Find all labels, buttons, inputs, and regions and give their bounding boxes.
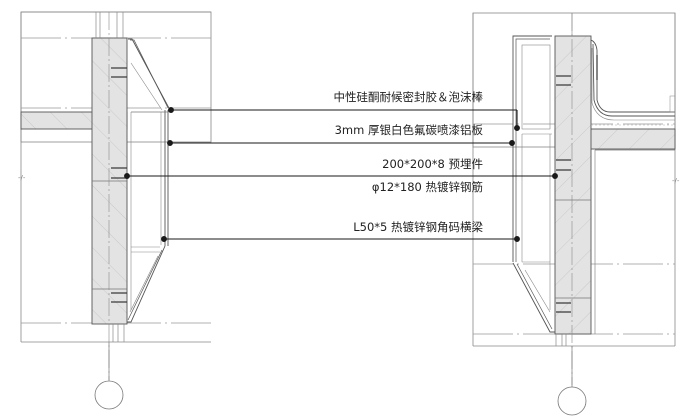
label-angle-beam: L50*5 热镀锌钢角码横梁	[353, 220, 483, 234]
axis-marker-right	[557, 386, 587, 416]
svg-text:-/-: -/-	[18, 174, 26, 182]
label-rebar: φ12*180 热镀锌钢筋	[371, 180, 483, 194]
left-section: -/-	[18, 11, 212, 410]
label-embedded-plate: 200*200*8 预埋件	[382, 157, 483, 171]
right-section: -/-	[472, 12, 680, 416]
leader-lines	[124, 107, 558, 242]
axis-marker-left	[94, 380, 124, 410]
svg-text:-/-: -/-	[672, 177, 680, 185]
label-aluminum-panel: 3mm 厚银白色氟碳喷漆铝板	[334, 123, 483, 137]
label-sealant: 中性硅酮耐候密封胶＆泡沫棒	[333, 90, 484, 104]
